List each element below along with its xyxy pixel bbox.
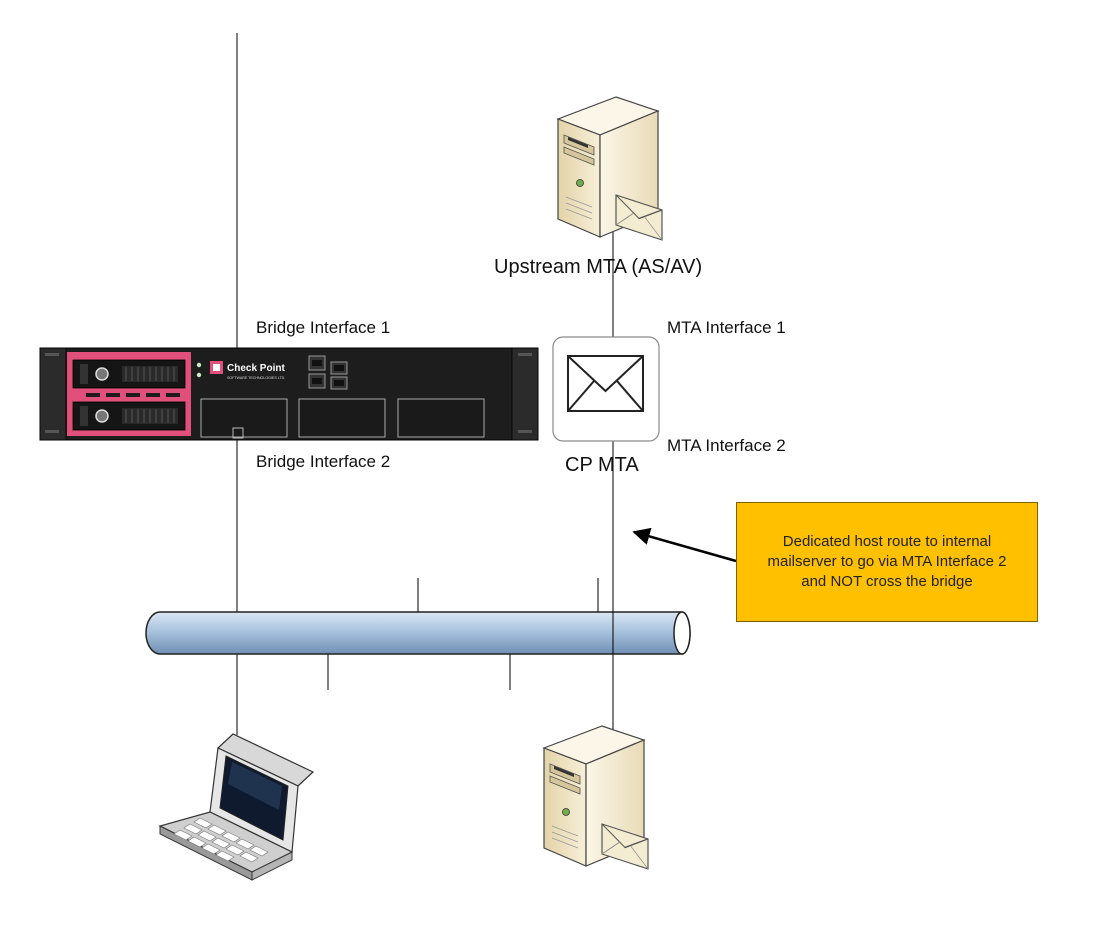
mta-interface-2-label: MTA Interface 2 [667,436,786,455]
bridge-interface-2-label: Bridge Interface 2 [256,452,391,471]
upstream-mail-server-icon [557,96,663,241]
appliance-brand-sub: SOFTWARE TECHNOLOGIES LTD. [227,376,285,380]
upstream-mta-label: Upstream MTA (AS/AV) [494,256,703,278]
laptop-icon [158,733,315,881]
internal-mail-server-icon [543,725,649,870]
appliance-brand: Check Point [227,363,285,374]
check-point-appliance-icon [39,347,539,441]
bridge-interface-1-label: Bridge Interface 1 [256,318,391,337]
cp-mta-label: CP MTA [565,454,639,476]
routing-note-text: Dedicated host route to internal mailser… [767,533,1007,590]
callout-arrow [632,527,737,563]
mta-interface-1-label: MTA Interface 1 [667,318,786,337]
lan-bus-pipe [145,578,691,690]
routing-note-callout: Dedicated host route to internal mailser… [736,502,1038,622]
envelope-icon [552,336,660,442]
